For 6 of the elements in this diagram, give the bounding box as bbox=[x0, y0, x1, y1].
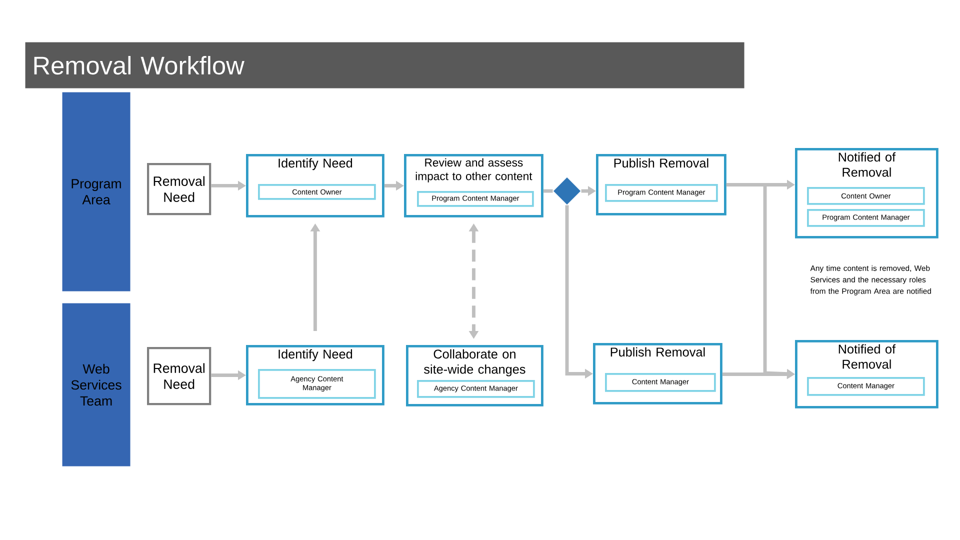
title-bar: Removal Workflow bbox=[25, 42, 744, 88]
start-box: Removal Need bbox=[147, 347, 212, 406]
start-box: Removal Need bbox=[147, 163, 212, 216]
decision-diamond bbox=[552, 176, 582, 206]
swimlane-band: Web Services Team bbox=[62, 303, 130, 466]
swimlane-band: Program Area bbox=[62, 92, 130, 292]
